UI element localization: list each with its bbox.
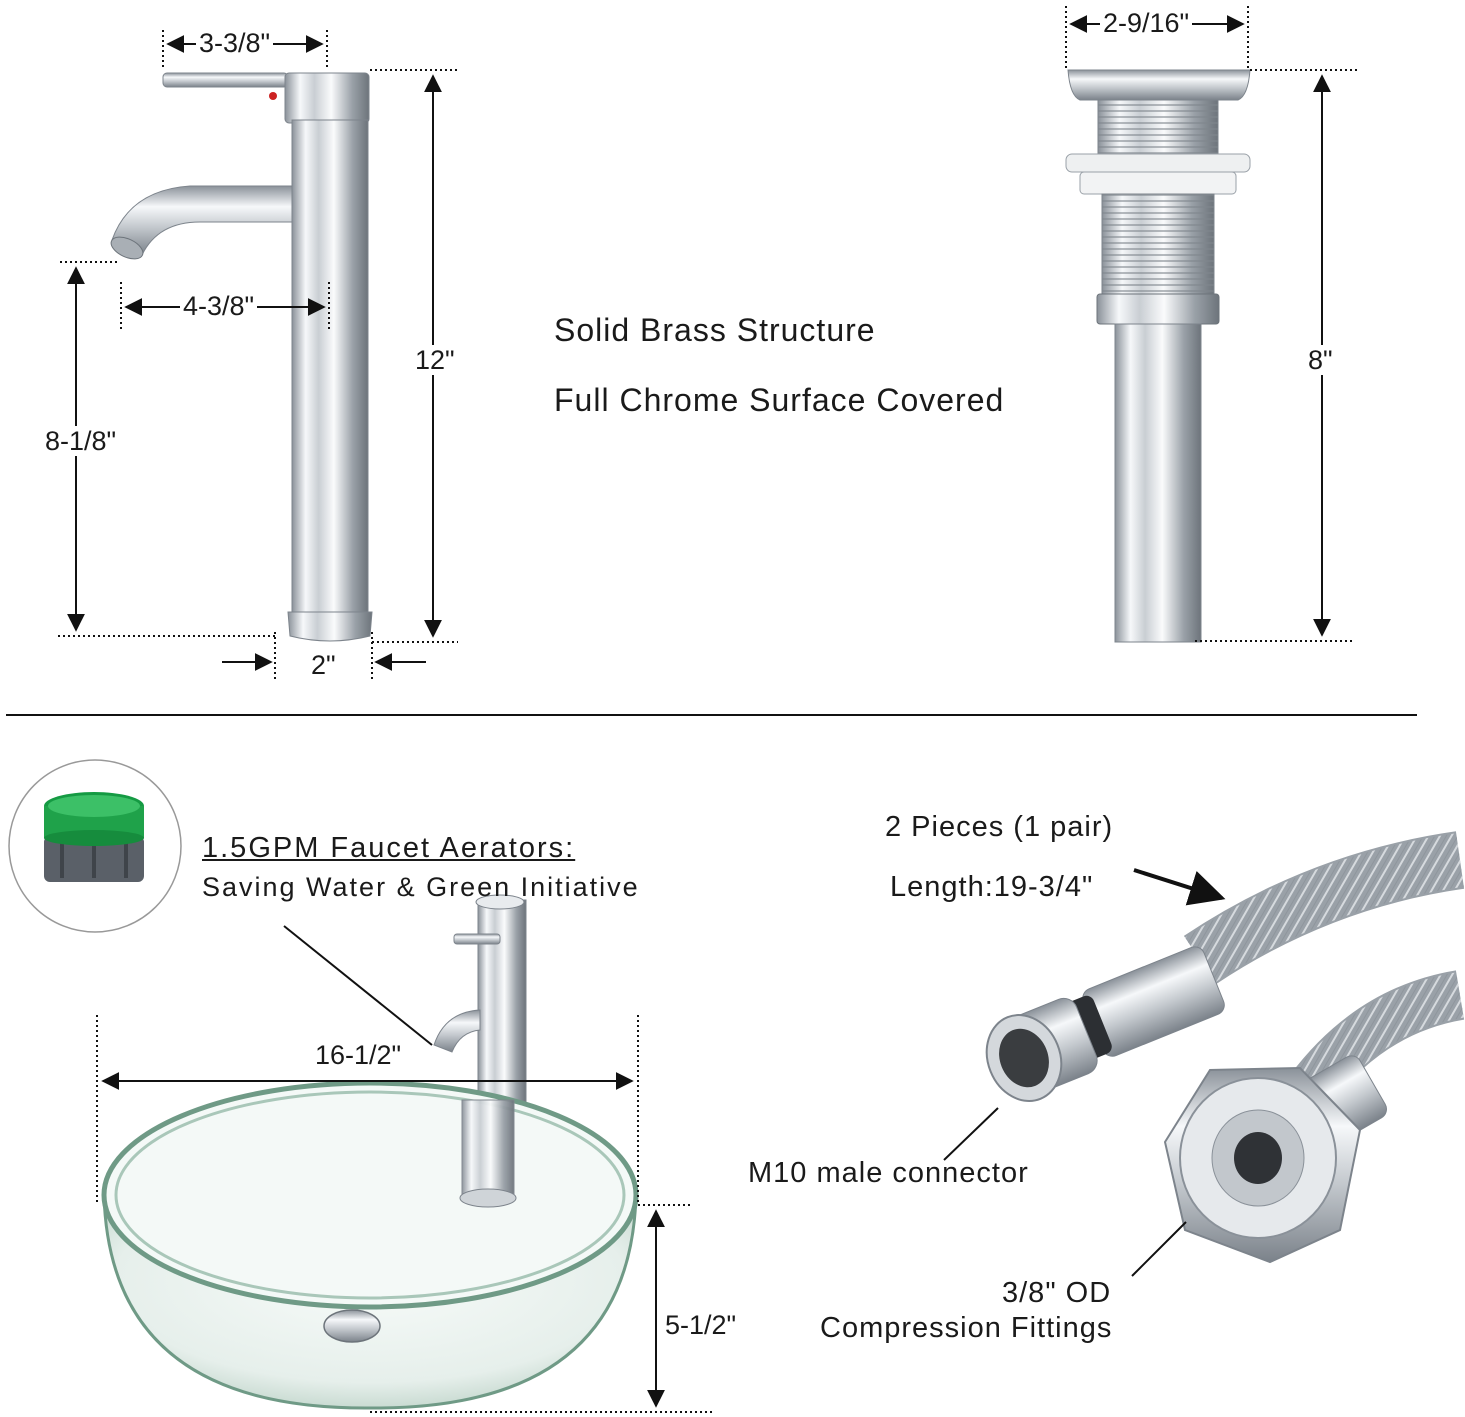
hose-pieces-label: 2 Pieces (1 pair) [885, 811, 1114, 843]
drain-height-label: 8" [1305, 345, 1336, 375]
vessel-sink-illustration [101, 894, 639, 1410]
faucet-base-diameter-label: 2" [308, 650, 339, 680]
basin-height-label: 5-1/2" [662, 1310, 740, 1340]
aerator-leader-line [283, 925, 433, 1046]
basin-diameter-label: 16-1/2" [312, 1040, 405, 1070]
aerator-subtitle: Saving Water & Green Initiative [202, 872, 640, 902]
hose-length-label: Length:19-3/4" [890, 871, 1094, 903]
supply-hose-illustration [985, 831, 1465, 1264]
faucet-dimension-lines [58, 30, 458, 680]
faucet-handle-length-label: 3-3/8" [196, 28, 274, 58]
hose-connector-label: M10 male connector [748, 1157, 1029, 1189]
feature-solid-brass: Solid Brass Structure [554, 312, 876, 348]
faucet-spout-reach-label: 4-3/8" [180, 291, 258, 321]
faucet-illustration [110, 72, 373, 642]
basin-dimension-lines [96, 1015, 715, 1413]
faucet-total-height-label: 12" [412, 345, 458, 375]
feature-chrome-surface: Full Chrome Surface Covered [554, 382, 1005, 418]
drain-illustration [1065, 69, 1251, 643]
faucet-spout-height-label: 8-1/8" [42, 426, 120, 456]
hose-leader-lines [943, 868, 1226, 1277]
aerator-inset [8, 759, 182, 933]
aerator-title: 1.5GPM Faucet Aerators: [202, 832, 576, 864]
drain-top-diameter-label: 2-9/16" [1100, 8, 1193, 38]
hose-fitting-type-label: Compression Fittings [820, 1312, 1113, 1344]
hose-fitting-size-label: 3/8" OD [1002, 1277, 1112, 1309]
